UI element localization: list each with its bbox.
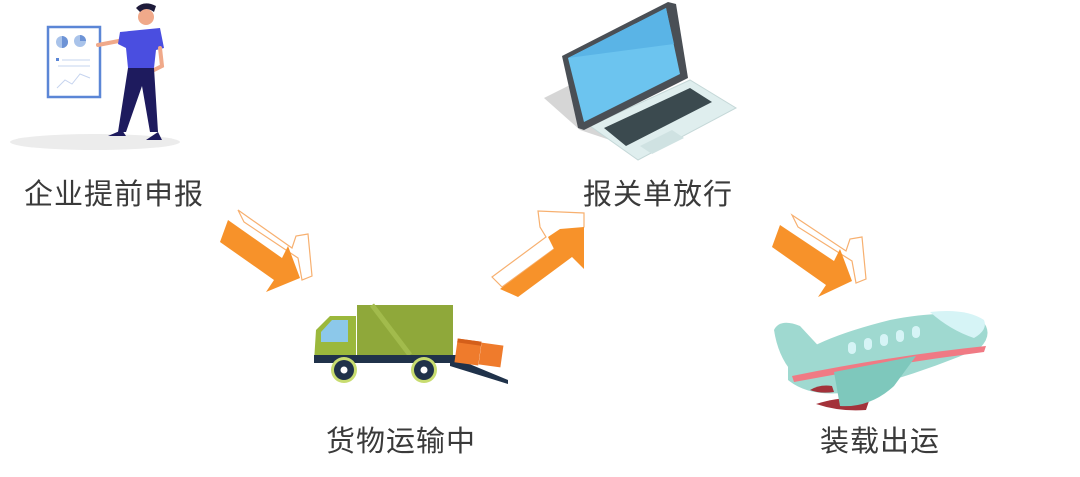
step-label-transport: 货物运输中 (326, 424, 477, 458)
truck-icon (314, 303, 508, 384)
person-presenting-chart-icon (10, 3, 180, 150)
step-declare (0, 0, 200, 160)
arrow-up-right-icon (491, 210, 585, 297)
step-label-declare: 企业提前申报 (24, 177, 205, 211)
arrow-declare-to-transport (208, 198, 323, 298)
step-ship (770, 300, 1000, 420)
arrow-transport-to-release (488, 205, 593, 300)
step-release (540, 0, 740, 165)
arrow-release-to-ship (760, 205, 875, 305)
arrow-down-right-icon (220, 209, 313, 292)
step-transport (310, 300, 515, 390)
laptop-icon (544, 2, 738, 161)
airplane-icon (774, 311, 988, 411)
step-label-ship: 装载出运 (820, 424, 941, 458)
arrow-down-right-icon (772, 213, 867, 297)
step-label-release: 报关单放行 (583, 177, 734, 211)
